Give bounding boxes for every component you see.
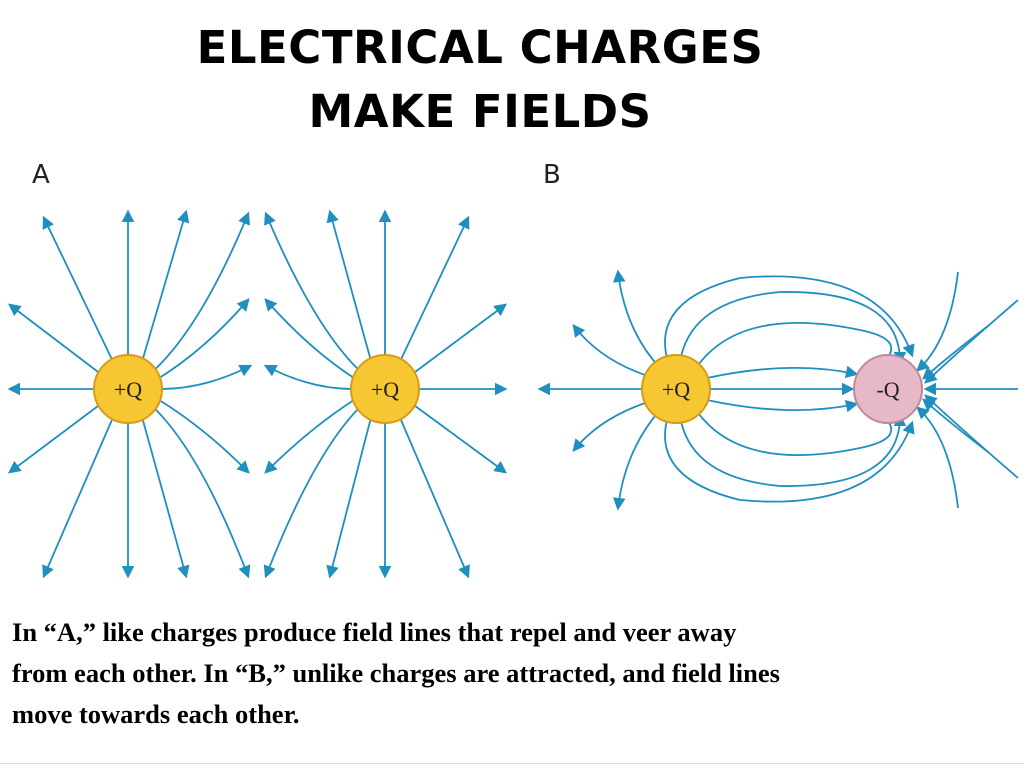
panel-a-label: A — [32, 160, 50, 190]
panel-b-label: B — [543, 160, 561, 190]
charge-label: -Q — [876, 377, 899, 402]
bottom-divider — [0, 763, 1024, 764]
panel-b-charge-positive: +Q — [641, 354, 711, 424]
caption-text: In “A,” like charges produce field lines… — [12, 612, 1012, 735]
charge-label: +Q — [662, 377, 690, 402]
title-line-1: ELECTRICAL CHARGES — [196, 21, 764, 74]
panel-a-charge-left: +Q — [93, 354, 163, 424]
caption-line-3: move towards each other. — [12, 699, 300, 729]
title-line-2: MAKE FIELDS — [308, 85, 652, 138]
charge-label: +Q — [114, 377, 142, 402]
panel-a-field-lines — [7, 209, 508, 579]
panel-a-charge-right: +Q — [350, 354, 420, 424]
caption-line-2: from each other. In “B,” unlike charges … — [12, 658, 780, 688]
panel-b-charge-negative: -Q — [853, 354, 923, 424]
panel-b-field-lines — [537, 269, 1019, 511]
charge-label: +Q — [371, 377, 399, 402]
slide-title: ELECTRICAL CHARGES MAKE FIELDS — [0, 16, 960, 144]
caption-line-1: In “A,” like charges produce field lines… — [12, 617, 737, 647]
